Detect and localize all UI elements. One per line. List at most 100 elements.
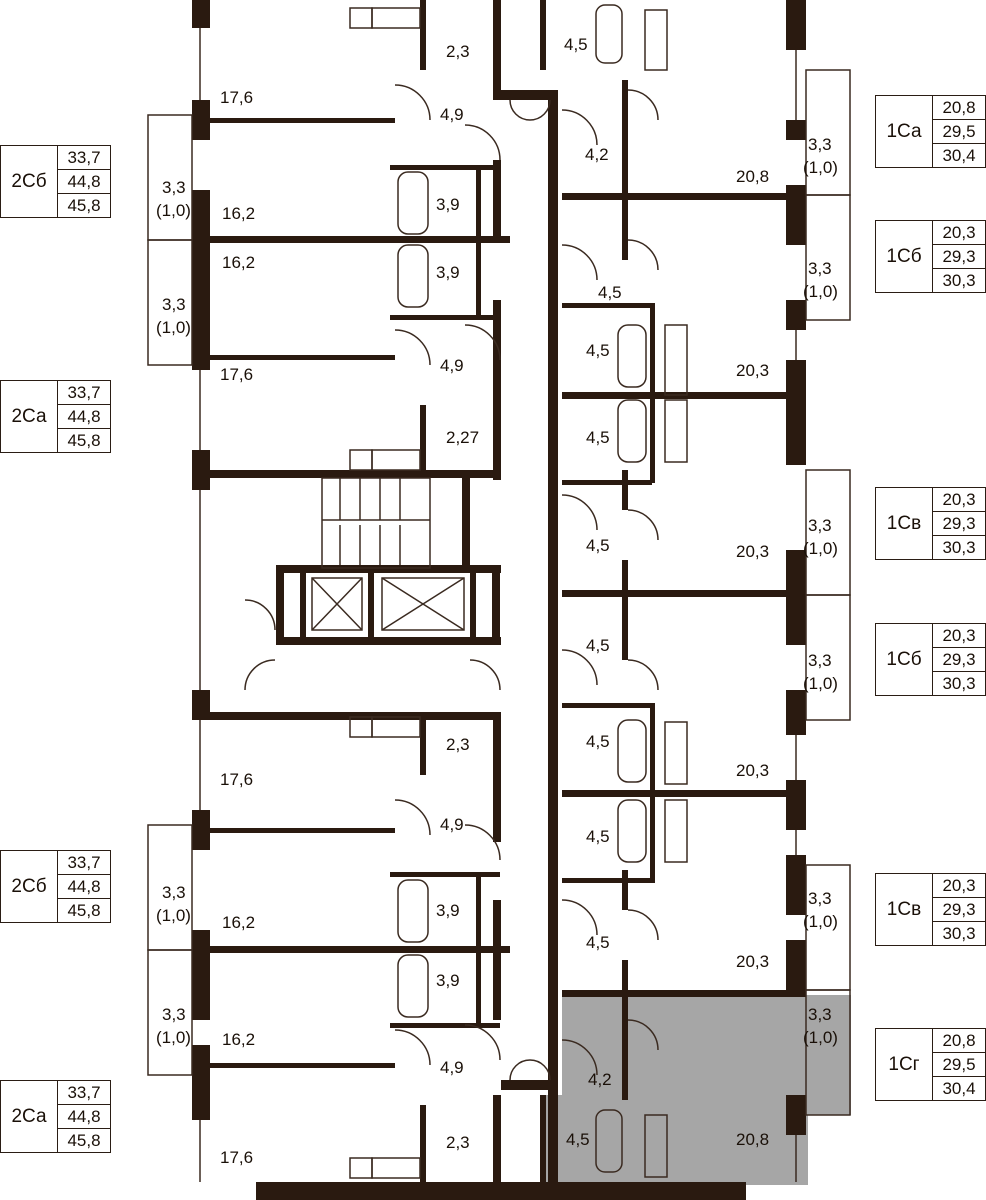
room-label: 4,5 (586, 341, 610, 360)
area-value: 20,8 (933, 1029, 985, 1053)
room-label: 3,3 (162, 178, 186, 197)
thin-lines (147, 4, 851, 1182)
room-label: 2,3 (446, 42, 470, 61)
apartment-table-1Sg[interactable]: 1Сг 20,8 29,5 30,4 (875, 1028, 986, 1101)
room-label: 4,5 (564, 35, 588, 54)
area-value: 29,3 (933, 512, 985, 536)
apartment-table-2Sb-lower[interactable]: 2Сб 33,7 44,8 45,8 (0, 850, 111, 923)
area-value: 33,7 (58, 1081, 110, 1105)
area-value: 20,3 (933, 874, 985, 898)
apartment-code: 1Сг (876, 1029, 933, 1100)
area-value: 45,8 (67, 196, 101, 215)
room-label: (1,0) (803, 912, 838, 931)
room-label: 4,9 (440, 105, 464, 124)
room-label: 4,5 (598, 283, 622, 302)
room-label: (1,0) (803, 282, 838, 301)
room-label: 4,2 (588, 1070, 612, 1089)
room-label: 17,6 (220, 770, 253, 789)
area-value: 33,7 (58, 381, 110, 405)
area-value: 45,8 (67, 431, 101, 450)
highlighted-apartment (540, 995, 851, 1185)
room-label: 3,3 (808, 889, 832, 908)
room-label: 4,2 (585, 145, 609, 164)
apartment-code: 2Сб (1, 851, 58, 922)
room-label: 4,5 (586, 428, 610, 447)
area-value: 44,8 (58, 875, 110, 899)
walls (192, 0, 806, 1200)
area-value: 20,8 (933, 96, 985, 120)
room-label: 20,3 (736, 542, 769, 561)
area-value: 30,3 (942, 538, 976, 557)
room-label: 3,9 (436, 263, 460, 282)
apartment-table-1Sb-upper[interactable]: 1Сб 20,3 29,3 30,3 (875, 220, 986, 293)
room-label: 3,3 (808, 259, 832, 278)
apartment-code: 2Са (1, 381, 58, 452)
room-label: 2,3 (446, 1133, 470, 1152)
room-label: (1,0) (156, 1028, 191, 1047)
apartment-code: 1Сб (876, 624, 933, 695)
area-value: 33,7 (58, 851, 110, 875)
area-value: 45,8 (67, 1131, 101, 1150)
area-value: 30,3 (942, 924, 976, 943)
room-label: 3,3 (162, 295, 186, 314)
room-label: 17,6 (220, 365, 253, 384)
room-label: 20,3 (736, 761, 769, 780)
room-label: 3,3 (162, 1005, 186, 1024)
apartment-table-2Sa-upper[interactable]: 2Са 33,7 44,8 45,8 (0, 380, 111, 453)
apartment-table-2Sa-lower[interactable]: 2Са 33,7 44,8 45,8 (0, 1080, 111, 1153)
apartment-code: 2Са (1, 1081, 58, 1152)
area-value: 44,8 (58, 170, 110, 194)
room-label: 17,6 (220, 1148, 253, 1167)
apartment-code: 1Св (876, 874, 933, 945)
area-value: 30,3 (942, 271, 976, 290)
room-label: 4,9 (440, 1058, 464, 1077)
apartment-code: 2Сб (1, 146, 58, 217)
room-label: 20,8 (736, 1130, 769, 1149)
area-value: 29,3 (933, 898, 985, 922)
room-label: 4,5 (586, 732, 610, 751)
room-label: 3,3 (808, 651, 832, 670)
room-label: (1,0) (156, 318, 191, 337)
apartment-table-1Sv-lower[interactable]: 1Св 20,3 29,3 30,3 (875, 873, 986, 946)
room-label: (1,0) (156, 906, 191, 925)
room-label: 4,9 (440, 815, 464, 834)
room-label: 20,3 (736, 361, 769, 380)
area-value: 44,8 (58, 405, 110, 429)
area-value: 45,8 (67, 901, 101, 920)
room-label: 4,5 (586, 536, 610, 555)
room-label: 4,5 (586, 827, 610, 846)
area-value: 30,4 (942, 146, 976, 165)
room-label: 3,3 (162, 883, 186, 902)
area-value: 44,8 (58, 1105, 110, 1129)
room-label: 3,3 (808, 135, 832, 154)
room-label: 3,9 (436, 901, 460, 920)
room-label: (1,0) (156, 201, 191, 220)
room-label: 20,8 (736, 167, 769, 186)
room-label: 2,27 (446, 428, 479, 447)
room-label: (1,0) (803, 158, 838, 177)
room-label: 16,2 (222, 1030, 255, 1049)
area-value: 33,7 (58, 146, 110, 170)
apartment-table-1Sa[interactable]: 1Са 20,8 29,5 30,4 (875, 95, 986, 168)
room-label: 3,9 (436, 195, 460, 214)
area-value: 20,3 (933, 221, 985, 245)
room-labels: 17,6 2,3 4,9 16,2 3,9 3,3 (1,0) 16,2 3,9… (156, 35, 838, 1167)
room-label: 17,6 (220, 88, 253, 107)
apartment-table-1Sb-lower[interactable]: 1Сб 20,3 29,3 30,3 (875, 623, 986, 696)
apartment-table-2Sb-upper[interactable]: 2Сб 33,7 44,8 45,8 (0, 145, 111, 218)
apartment-table-1Sv-upper[interactable]: 1Св 20,3 29,3 30,3 (875, 487, 986, 560)
area-value: 30,3 (942, 674, 976, 693)
room-label: 4,5 (586, 636, 610, 655)
apartment-code: 1Са (876, 96, 933, 167)
area-value: 29,5 (933, 120, 985, 144)
room-label: 16,2 (222, 204, 255, 223)
apartment-code: 1Св (876, 488, 933, 559)
room-label: (1,0) (803, 1028, 838, 1047)
room-label: 16,2 (222, 253, 255, 272)
room-label: 3,3 (808, 516, 832, 535)
room-label: 3,9 (436, 971, 460, 990)
room-label: (1,0) (803, 539, 838, 558)
area-value: 29,3 (933, 245, 985, 269)
area-value: 29,5 (933, 1053, 985, 1077)
